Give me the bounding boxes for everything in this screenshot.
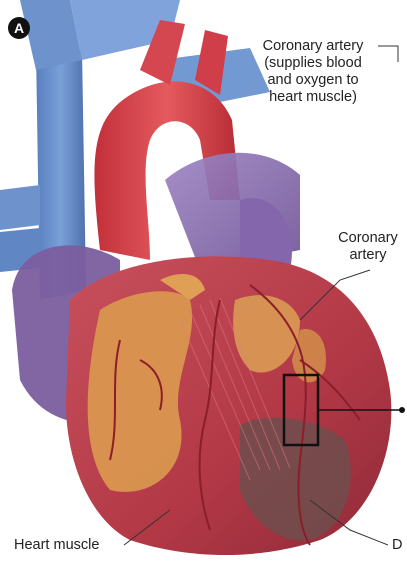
label-line: and oxygen to <box>248 72 378 89</box>
coronary-artery-mid-label: Coronary artery <box>328 230 407 264</box>
label-line: Coronary artery <box>248 38 378 55</box>
label-line: artery <box>328 247 407 264</box>
label-line: (supplies blood <box>248 55 378 72</box>
label-line: heart muscle) <box>248 89 378 106</box>
heart-muscle-label: Heart muscle <box>14 537 124 554</box>
coronary-artery-top-label: Coronary artery (supplies blood and oxyg… <box>248 38 378 106</box>
label-line: Coronary <box>328 230 407 247</box>
coronary-artery-top-leader <box>378 46 398 62</box>
panel-letter-badge: A <box>8 17 30 39</box>
blockage-leader-dot <box>399 407 405 413</box>
bottom-right-clipped-label: D <box>392 537 407 554</box>
left-upper-vein <box>0 185 40 230</box>
